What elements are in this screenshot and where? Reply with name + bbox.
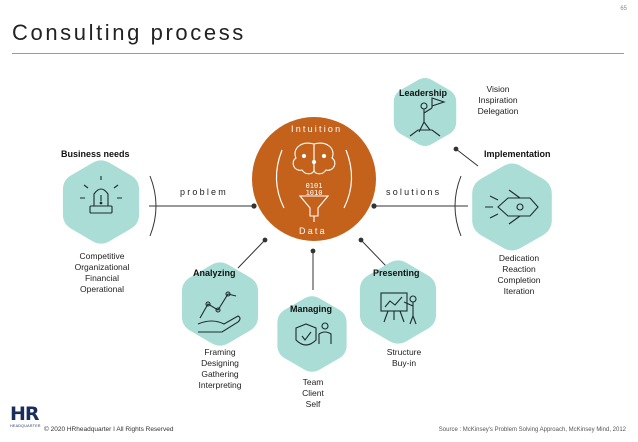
list-item: Completion — [497, 275, 541, 285]
hrheadquarter-logo: HR HEADQUARTER — [10, 404, 40, 434]
list-item: Iteration — [503, 286, 535, 296]
list-item: Financial — [84, 273, 120, 283]
list-item: Interpreting — [198, 380, 242, 390]
source-citation: Source : McKinsey's Problem Solving Appr… — [438, 427, 626, 433]
center-circle — [252, 117, 376, 241]
connector-lines — [149, 148, 479, 290]
alarm-icon — [80, 176, 122, 214]
list-item: Operational — [80, 284, 124, 294]
list-item: Inspiration — [478, 95, 518, 105]
shield-person-icon — [295, 322, 332, 346]
solutions-dot — [371, 203, 377, 209]
data-label: Data — [299, 226, 327, 236]
leadership-title: Leadership — [399, 88, 448, 98]
managing-list: Team Client Self — [290, 377, 336, 410]
problem-label: problem — [180, 187, 228, 197]
copyright-text: © 2020 HRheadquarter I All Rights Reserv… — [44, 426, 174, 433]
left-bracket — [149, 175, 157, 237]
list-item: Team — [302, 377, 324, 387]
leader-flag-icon — [409, 97, 446, 137]
presenting-dot — [358, 237, 364, 243]
center-arrows — [275, 149, 353, 209]
implementation-list: Dedication Reaction Completion Iteration — [484, 253, 554, 297]
analyzing-title: Analyzing — [193, 268, 236, 278]
rocket-icon — [485, 189, 539, 225]
growth-hand-icon — [197, 291, 241, 333]
analyzing-hexagon — [181, 262, 259, 346]
logo-subtext: HEADQUARTER — [10, 424, 41, 428]
list-item: Competitive — [79, 251, 125, 261]
list-item: Dedication — [498, 253, 540, 263]
business-needs-title: Business needs — [61, 149, 130, 159]
problem-dot — [251, 203, 257, 209]
list-item: Designing — [201, 358, 239, 368]
managing-hexagon — [277, 296, 347, 372]
list-item: Self — [305, 399, 321, 409]
presenting-list: Structure Buy-in — [374, 347, 434, 369]
managing-dot — [310, 248, 316, 254]
list-item: Client — [302, 388, 324, 398]
list-item: Gathering — [201, 369, 239, 379]
analyzing-link — [237, 239, 266, 269]
implementation-title: Implementation — [484, 149, 551, 159]
managing-title: Managing — [290, 304, 332, 314]
leadership-dot — [453, 146, 459, 152]
intuition-label: Intuition — [291, 124, 343, 134]
binary-digits: 0101 1010 — [301, 183, 327, 197]
list-item: Reaction — [502, 264, 536, 274]
business-needs-list: Competitive Organizational Financial Ope… — [62, 251, 142, 295]
list-item: Vision — [486, 84, 510, 94]
presentation-board-icon — [380, 292, 417, 325]
right-bracket — [454, 175, 462, 237]
page-title: Consulting process — [12, 20, 246, 45]
presenting-link — [360, 239, 387, 267]
brain-icon — [292, 142, 336, 175]
logo-text: HR — [10, 403, 40, 425]
leadership-link — [455, 148, 479, 167]
presenting-title: Presenting — [373, 268, 420, 278]
list-item: Organizational — [74, 262, 130, 272]
list-item: Structure — [386, 347, 422, 357]
list-item: Framing — [204, 347, 236, 357]
analyzing-dot — [262, 237, 268, 243]
page-number: 65 — [620, 6, 627, 12]
solutions-label: solutions — [386, 187, 442, 197]
list-item: Delegation — [477, 106, 519, 116]
funnel-icon — [298, 195, 330, 222]
analyzing-list: Framing Designing Gathering Interpreting — [190, 347, 250, 391]
binary-row: 0101 — [305, 182, 323, 190]
list-item: Buy-in — [391, 358, 417, 368]
implementation-hexagon — [472, 163, 552, 251]
leadership-list: Vision Inspiration Delegation — [468, 84, 528, 117]
title-divider — [12, 53, 624, 54]
connector-dots — [251, 146, 459, 254]
binary-row: 1010 — [305, 189, 323, 197]
